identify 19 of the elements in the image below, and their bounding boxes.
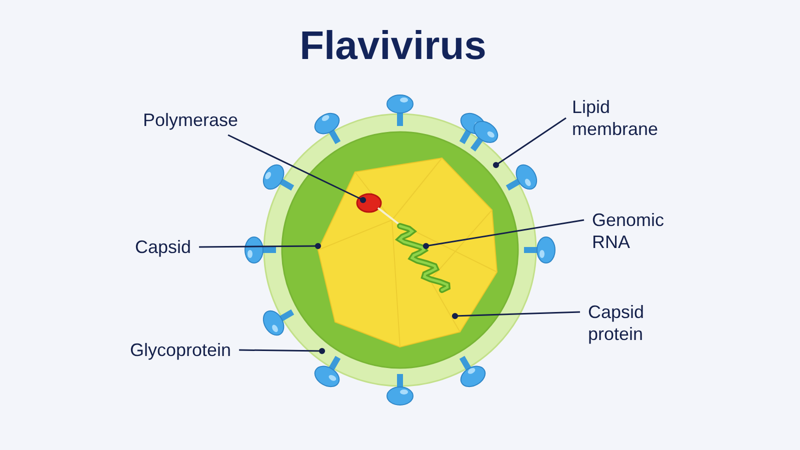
leader-line [239,348,326,354]
title: Flavivirus [298,24,488,69]
leader-line [199,242,322,250]
part-label: Glycoprotein [130,339,232,361]
part-label: Capsid protein [588,301,668,345]
leader-line [452,311,580,320]
leader-line [422,219,584,250]
polymerase-blob [356,193,382,213]
lipid-membrane-ring [263,113,537,387]
polyhedron-drawing [317,157,498,348]
part-label: Genomic RNA [592,209,687,253]
rna-coil-drawing [377,207,451,293]
spike-drawing [314,356,341,388]
part-label: Capsid [135,236,192,258]
part-label: Lipid membrane [572,96,667,140]
leader-line [492,117,566,168]
part-label: Polymerase [143,109,238,131]
leader-line [228,134,366,204]
capsid-layer [281,131,519,369]
